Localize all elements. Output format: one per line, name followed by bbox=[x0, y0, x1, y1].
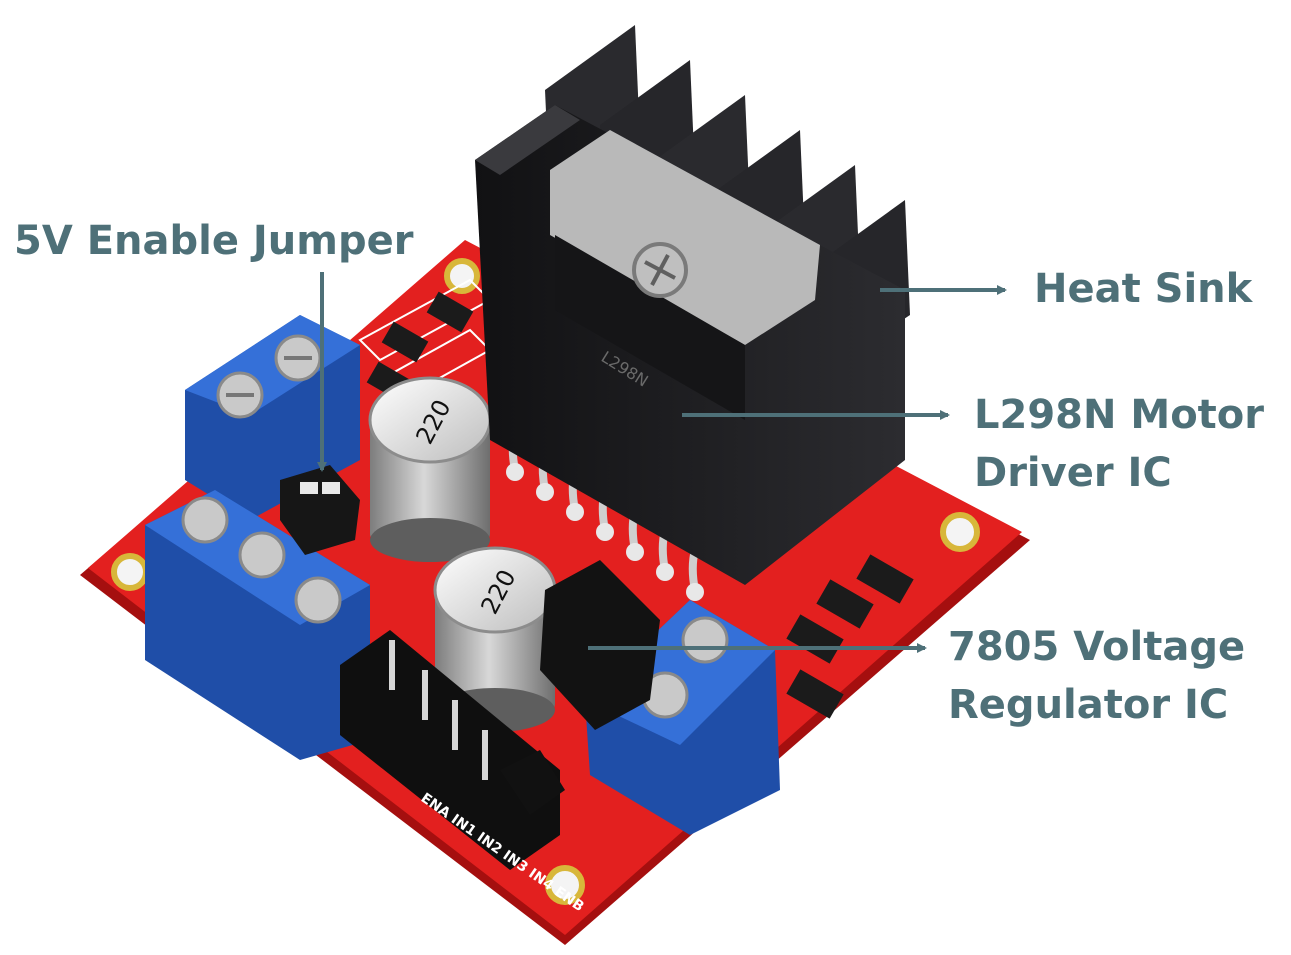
label-l298n-motor-driver: L298N Motor Driver IC bbox=[974, 386, 1264, 502]
l298n-ic: L298N bbox=[550, 130, 820, 420]
label-5v-enable-jumper-text: 5V Enable Jumper bbox=[14, 218, 414, 264]
label-7805-regulator: 7805 Voltage Regulator IC bbox=[948, 618, 1245, 734]
label-heat-sink-text: Heat Sink bbox=[1034, 266, 1253, 312]
label-l298n-line1: L298N Motor bbox=[974, 392, 1264, 438]
terminal-block-motor-a bbox=[185, 315, 360, 520]
regulator-7805 bbox=[540, 560, 660, 730]
label-7805-line1: 7805 Voltage bbox=[948, 624, 1246, 670]
label-l298n-line2: Driver IC bbox=[974, 450, 1172, 496]
callout-arrows bbox=[317, 272, 1007, 653]
label-heat-sink: Heat Sink bbox=[1034, 260, 1252, 318]
capacitor-upper: 220 bbox=[368, 376, 492, 562]
jumper-5v-enable bbox=[280, 465, 360, 555]
label-5v-enable-jumper: 5V Enable Jumper bbox=[14, 212, 413, 270]
label-7805-line2: Regulator IC bbox=[948, 682, 1229, 728]
terminal-block-power bbox=[145, 490, 370, 760]
